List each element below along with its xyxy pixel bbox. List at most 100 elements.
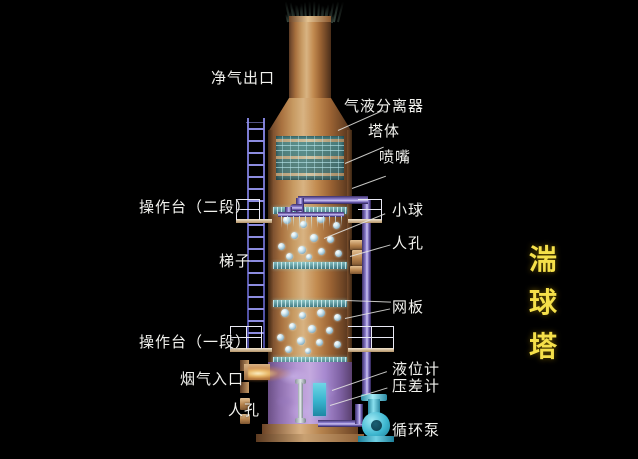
platform-stage2-deck — [236, 219, 272, 223]
floating-ball — [281, 309, 289, 317]
floating-ball — [297, 337, 305, 345]
shell-inner-edge-left — [268, 130, 273, 362]
label-nozzle: 喷嘴 — [379, 148, 412, 166]
platform-stage1-deck — [230, 348, 272, 352]
platform-stage1-deck-right — [348, 348, 394, 352]
nozzle-spray — [341, 216, 342, 226]
nozzle-spray — [311, 216, 312, 230]
ladder-rung — [248, 272, 264, 274]
floating-ball — [291, 232, 298, 239]
nozzle-spray — [293, 216, 294, 227]
platform-stage2-post — [236, 199, 237, 220]
floating-ball — [278, 243, 285, 250]
level-gauge — [298, 382, 303, 420]
platform-stage1-post — [261, 326, 262, 349]
floating-ball — [299, 312, 306, 319]
floating-ball — [305, 348, 311, 354]
label-circulation-pump: 循环泵 — [392, 421, 441, 439]
floating-ball — [300, 221, 307, 228]
ladder-rung — [248, 296, 264, 298]
ladder-rail-left — [247, 118, 249, 348]
pump-top-flange — [361, 394, 387, 401]
tower-skirt — [262, 424, 358, 436]
label-platform-stage1: 操作台（一段） — [139, 333, 252, 351]
ladder-rung — [248, 152, 264, 154]
floating-ball — [298, 246, 306, 254]
label-ball: 小球 — [392, 201, 425, 219]
spray-header-pipe — [298, 196, 368, 204]
title-char-2: 球 — [528, 286, 557, 320]
manhole-lower — [240, 398, 250, 410]
platform-stage2-rail — [236, 199, 260, 200]
spray-distributor — [278, 212, 344, 217]
nozzle-spray — [335, 216, 336, 229]
pump-baseplate — [358, 436, 394, 442]
mesh-plate — [273, 262, 347, 269]
ladder-rung — [248, 200, 264, 202]
floating-ball — [310, 234, 318, 242]
inlet-flange-lower — [240, 382, 249, 393]
label-dp-gauge: 压差计 — [392, 377, 441, 395]
title-char-3: 塔 — [528, 329, 557, 363]
floating-ball — [277, 334, 284, 341]
nozzle-spray — [305, 216, 306, 226]
label-tower-shell: 塔体 — [368, 122, 401, 140]
label-manhole-lower: 人孔 — [228, 401, 261, 419]
floating-ball — [334, 341, 341, 348]
floating-ball — [334, 314, 341, 321]
ladder-rung — [248, 140, 264, 142]
label-mesh-plate: 网板 — [392, 298, 425, 316]
floating-ball — [335, 250, 342, 257]
title-char-1: 湍 — [528, 243, 557, 276]
floating-ball — [289, 323, 296, 330]
nozzle-spray — [299, 216, 300, 230]
label-ladder: 梯子 — [219, 252, 252, 270]
pump-discharge-neck — [368, 399, 380, 415]
ladder-rung — [248, 308, 264, 310]
floating-ball — [327, 236, 334, 243]
ladder-rung — [248, 332, 264, 334]
floating-ball — [317, 215, 325, 223]
ladder-rung — [248, 284, 264, 286]
label-manhole-upper: 人孔 — [392, 234, 425, 252]
ladder-rung — [248, 236, 264, 238]
platform-stage2-rail — [236, 209, 260, 210]
platform-stage1-post — [246, 326, 247, 349]
floating-ball — [326, 327, 333, 334]
mesh-plate — [273, 357, 347, 364]
manhole-upper-flange — [350, 266, 370, 274]
spray-header-tip — [285, 207, 292, 215]
ladder-rung — [248, 224, 264, 226]
floating-ball — [285, 346, 292, 353]
ladder-rail-right — [263, 118, 265, 348]
manhole-lower-bolt — [240, 414, 250, 424]
level-gauge-bottom-cap — [295, 418, 306, 423]
stack-rim — [289, 16, 331, 22]
nozzle-spray — [323, 216, 324, 231]
label-flue-gas-inlet: 烟气入口 — [180, 370, 245, 388]
platform-stage2-post — [259, 199, 260, 220]
ladder-rung — [248, 164, 264, 166]
floating-ball — [308, 325, 316, 333]
tower-base-plate — [256, 434, 364, 442]
platform-stage1-post — [230, 326, 231, 349]
nozzle-spray — [317, 216, 318, 228]
floating-ball — [318, 248, 325, 255]
differential-pressure-gauge — [313, 383, 326, 416]
ladder-rung — [248, 188, 264, 190]
flue-gas-stream — [248, 362, 304, 384]
mesh-plate — [273, 207, 347, 214]
pump-shaft-eye — [371, 420, 382, 431]
mesh-plate — [273, 300, 347, 307]
floating-ball — [316, 339, 323, 346]
label-level-gauge: 液位计 — [392, 360, 441, 378]
shell-inner-edge-right — [347, 130, 352, 362]
label-gas-liquid-separator: 气液分离器 — [344, 97, 425, 115]
reducer-cone — [268, 98, 352, 132]
floating-ball — [333, 222, 340, 229]
chimney-stack — [289, 16, 331, 100]
floating-ball — [306, 254, 312, 260]
floating-ball — [317, 309, 325, 317]
